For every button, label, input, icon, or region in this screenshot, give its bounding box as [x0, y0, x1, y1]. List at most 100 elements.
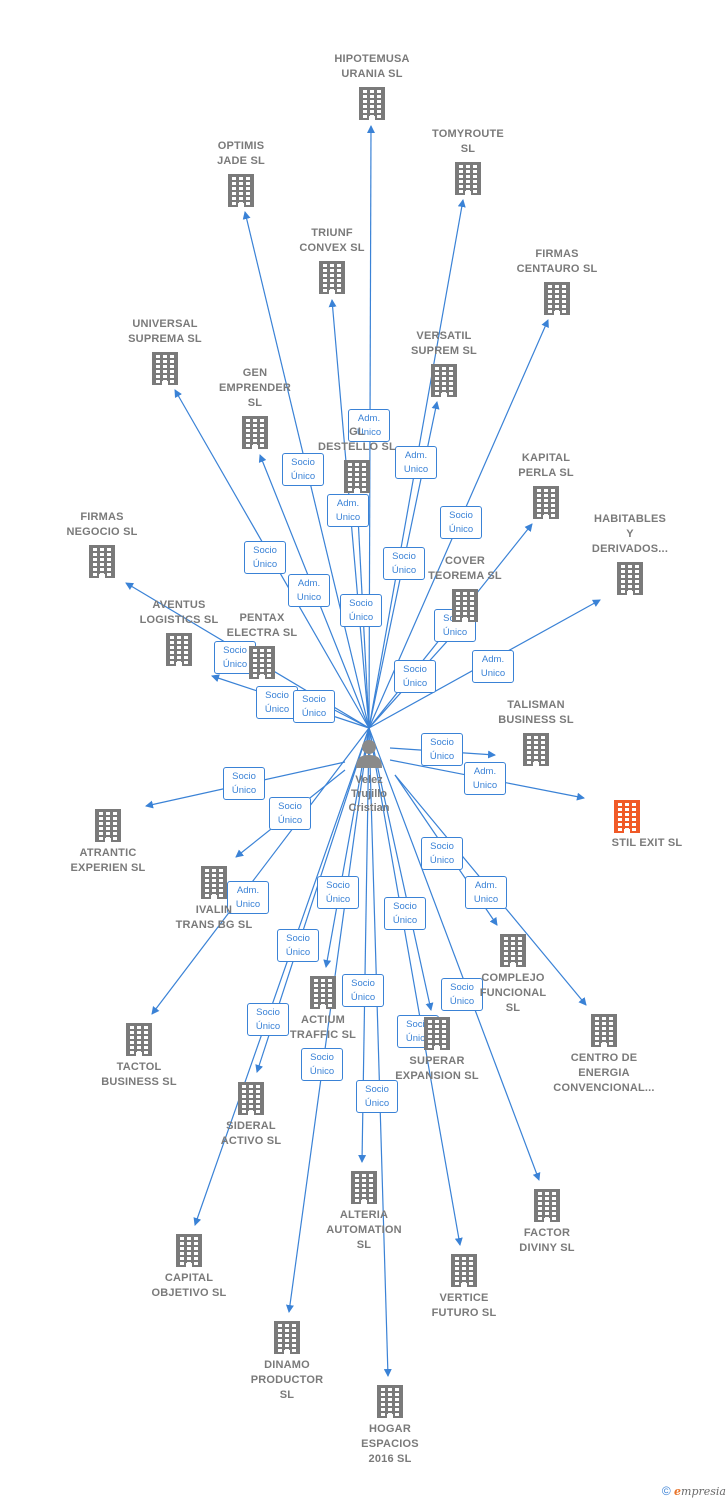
relation-badge-gl-destello[interactable]: Socio Único [340, 594, 382, 627]
company-node-actium[interactable]: ACTIUM TRAFFIC SL [263, 975, 383, 1043]
building-icon [534, 1189, 560, 1222]
building-icon [591, 1014, 617, 1047]
edge-tactol [151, 727, 370, 1015]
relation-badge-tomyroute[interactable]: Adm. Unico [395, 446, 437, 479]
relation-badge-actium[interactable]: Socio Único [317, 876, 359, 909]
company-node-complejo[interactable]: COMPLEJO FUNCIONAL SL [453, 933, 573, 1016]
brand-logo-letter: e [674, 1485, 682, 1498]
company-name: TRIUNF CONVEX SL [299, 227, 365, 254]
relation-badge-sideral[interactable]: Socio Único [277, 929, 319, 962]
building-icon [95, 809, 121, 842]
company-node-universal[interactable]: UNIVERSAL SUPREMA SL [105, 317, 225, 385]
building-icon [377, 1385, 403, 1418]
relation-badge-triunf[interactable]: Adm. Unico [327, 494, 369, 527]
company-name: HABITABLES Y DERIVADOS... [591, 513, 669, 555]
building-icon [452, 589, 478, 622]
building-icon [500, 934, 526, 967]
building-icon [166, 633, 192, 666]
relation-badge-gen[interactable]: Adm. Unico [288, 574, 330, 607]
company-node-alteria[interactable]: ALTERIA AUTOMATION SL [304, 1170, 424, 1253]
company-name: VERTICE FUTURO SL [431, 1292, 497, 1319]
company-node-factor[interactable]: FACTOR DIVINY SL [487, 1188, 607, 1256]
building-icon [359, 87, 385, 120]
company-name: AVENTUS LOGISTICS SL [139, 599, 219, 626]
building-icon [544, 282, 570, 315]
relation-badge-universal[interactable]: Socio Único [244, 541, 286, 574]
relation-badge-hipotemusa[interactable]: Adm. Unico [348, 409, 390, 442]
company-node-vertice[interactable]: VERTICE FUTURO SL [404, 1253, 524, 1321]
company-name: FIRMAS CENTAURO SL [516, 248, 598, 275]
relation-badge-superar[interactable]: Socio Único [384, 897, 426, 930]
relation-badge-talisman[interactable]: Socio Único [421, 733, 463, 766]
company-node-optimis[interactable]: OPTIMIS JADE SL [181, 139, 301, 207]
relation-badge-alteria[interactable]: Socio Único [342, 974, 384, 1007]
company-node-gen[interactable]: GEN EMPRENDER SL [195, 366, 315, 449]
company-node-atrantic[interactable]: ATRANTIC EXPERIEN SL [48, 808, 168, 876]
building-icon [523, 733, 549, 766]
company-name: TOMYROUTE SL [432, 128, 504, 155]
company-node-cover[interactable]: COVER TEOREMA SL [405, 554, 525, 622]
company-name: STIL EXIT SL [611, 837, 683, 849]
relation-badge-pentax[interactable]: Socio Único [293, 690, 335, 723]
company-name: HOGAR ESPACIOS 2016 SL [361, 1423, 419, 1465]
building-icon [424, 1017, 450, 1050]
building-icon [126, 1023, 152, 1056]
relation-badge-optimis[interactable]: Socio Único [282, 453, 324, 486]
relation-badge-capital[interactable]: Socio Único [247, 1003, 289, 1036]
company-node-gl-destello[interactable]: GL DESTELLO SL [297, 425, 417, 493]
person-node[interactable]: Velez Trujillo Cristian [319, 738, 419, 815]
relation-badge-tactol[interactable]: Adm. Unico [227, 881, 269, 914]
building-icon [242, 416, 268, 449]
company-node-kapital[interactable]: KAPITAL PERLA SL [486, 451, 606, 519]
company-node-firmas-negocio[interactable]: FIRMAS NEGOCIO SL [42, 510, 162, 578]
building-icon [176, 1234, 202, 1267]
company-node-versatil[interactable]: VERSATIL SUPREM SL [384, 329, 504, 397]
company-node-hipotemusa[interactable]: HIPOTEMUSA URANIA SL [312, 52, 432, 120]
company-node-hogar[interactable]: HOGAR ESPACIOS 2016 SL [330, 1384, 450, 1467]
relation-badge-atrantic[interactable]: Socio Único [223, 767, 265, 800]
company-node-dinamo[interactable]: DINAMO PRODUCTOR SL [227, 1320, 347, 1403]
relation-badge-stil-exit[interactable]: Adm. Unico [464, 762, 506, 795]
building-icon [201, 866, 227, 899]
company-node-pentax[interactable]: PENTAX ELECTRA SL [202, 611, 322, 679]
company-node-stil-exit[interactable]: STIL EXIT SL [567, 799, 687, 851]
edge-hogar [368, 727, 392, 1377]
company-node-superar[interactable]: SUPERAR EXPANSION SL [377, 1016, 497, 1084]
relation-badge-ivalin[interactable]: Socio Único [269, 797, 311, 830]
relation-badge-versatil[interactable]: Socio Único [440, 506, 482, 539]
relation-badge-aventus[interactable]: Socio Único [256, 686, 298, 719]
company-node-tomyroute[interactable]: TOMYROUTE SL [408, 127, 528, 195]
relation-badge-habitables[interactable]: Adm. Unico [472, 650, 514, 683]
relation-badge-cover[interactable]: Socio Único [394, 660, 436, 693]
relation-badge-centro[interactable]: Adm. Unico [465, 876, 507, 909]
edge-superar [368, 727, 434, 1011]
company-node-triunf[interactable]: TRIUNF CONVEX SL [272, 226, 392, 294]
brand-footer[interactable]: © empresia [662, 1484, 726, 1498]
company-name: FACTOR DIVINY SL [519, 1227, 575, 1254]
relation-badge-factor[interactable]: Socio Único [441, 978, 483, 1011]
building-icon [310, 976, 336, 1009]
company-node-firmas-centauro[interactable]: FIRMAS CENTAURO SL [497, 247, 617, 315]
company-name: OPTIMIS JADE SL [217, 140, 265, 167]
company-node-talisman[interactable]: TALISMAN BUSINESS SL [476, 698, 596, 766]
company-node-tactol[interactable]: TACTOL BUSINESS SL [79, 1022, 199, 1090]
relation-badge-complejo[interactable]: Socio Único [421, 837, 463, 870]
company-name: UNIVERSAL SUPREMA SL [128, 318, 202, 345]
company-node-centro[interactable]: CENTRO DE ENERGIA CONVENCIONAL... [544, 1013, 664, 1096]
building-icon [238, 1082, 264, 1115]
company-node-sideral[interactable]: SIDERAL ACTIVO SL [191, 1081, 311, 1149]
company-node-aventus[interactable]: AVENTUS LOGISTICS SL [119, 598, 239, 666]
relation-badge-hogar[interactable]: Socio Único [356, 1080, 398, 1113]
company-node-ivalin[interactable]: IVALIN TRANS BG SL [154, 865, 274, 933]
company-node-habitables[interactable]: HABITABLES Y DERIVADOS... [570, 512, 690, 595]
edge-factor [368, 727, 541, 1181]
company-name: IVALIN TRANS BG SL [175, 904, 253, 931]
building-icon [89, 545, 115, 578]
relation-badge-firmas-centauro[interactable]: Socio Único [383, 547, 425, 580]
company-node-capital[interactable]: CAPITAL OBJETIVO SL [129, 1233, 249, 1301]
edge-dinamo [285, 727, 370, 1313]
company-name: SIDERAL ACTIVO SL [220, 1120, 282, 1147]
company-name: DINAMO PRODUCTOR SL [250, 1359, 324, 1401]
relation-badge-dinamo[interactable]: Socio Único [301, 1048, 343, 1081]
